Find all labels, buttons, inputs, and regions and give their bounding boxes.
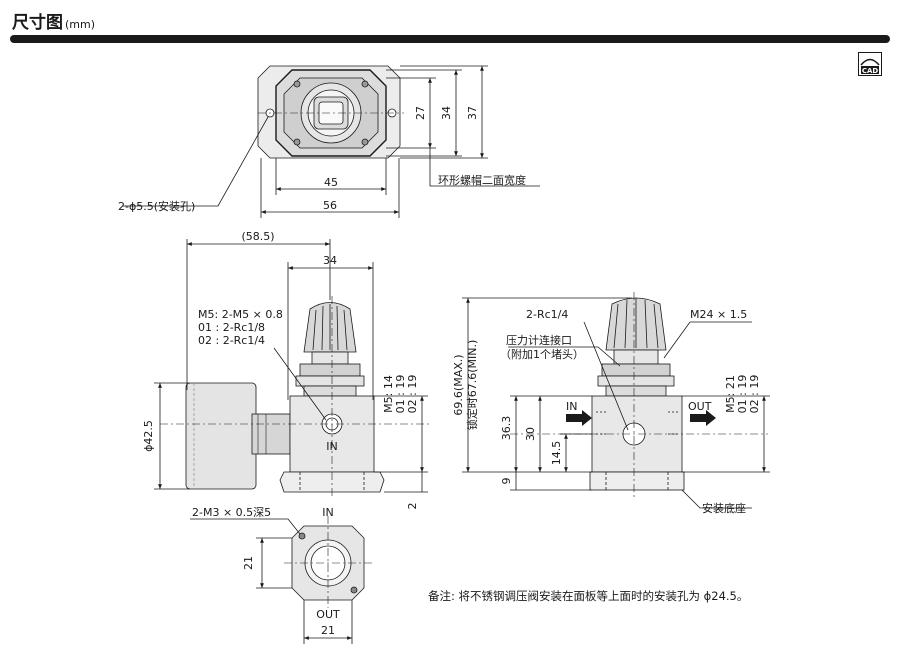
- side-out-label: OUT: [688, 400, 712, 413]
- port-spec-m5: M5: 2-M5 × 0.8: [198, 308, 283, 321]
- max-height: 69.6(MAX.): [452, 354, 465, 415]
- dim-9: 9: [500, 478, 513, 485]
- dim-21-horizontal: 21: [321, 624, 335, 637]
- bottom-in-label: IN: [322, 506, 333, 519]
- dim-36-3: 36.3: [500, 416, 513, 441]
- front-in-label: IN: [326, 440, 337, 453]
- header-bar: [10, 35, 890, 43]
- dim-34-top: 34: [440, 106, 453, 120]
- bottom-out-label: OUT: [316, 608, 340, 621]
- gauge-port-label: 2-Rc1/4: [526, 308, 568, 321]
- dim-27: 27: [414, 106, 427, 120]
- nut-width-label: 环形螺帽二面宽度: [438, 173, 526, 187]
- thread-label: M24 × 1.5: [690, 308, 747, 321]
- title-unit: (mm): [65, 18, 96, 31]
- side-height-02: 02 : 19: [748, 375, 761, 414]
- base-label: 安装底座: [702, 501, 746, 515]
- front-height-01: 01 : 19: [394, 375, 407, 414]
- side-view: [462, 292, 770, 509]
- dim-58-5: (58.5): [241, 230, 274, 243]
- min-height: 锁定时67.6(MIN.): [465, 340, 479, 431]
- bottom-view: [190, 516, 372, 644]
- footnote: 备注: 将不锈钢调压阀安装在面板等上面时的安装孔为 ϕ24.5。: [428, 589, 749, 603]
- port-spec-01: 01 : 2-Rc1/8: [198, 321, 265, 334]
- dim-30: 30: [524, 427, 537, 441]
- gauge-port-desc-1: 压力计连接口: [506, 334, 572, 347]
- screw-label: 2-M3 × 0.5深5: [192, 506, 271, 519]
- cad-label: CAD: [862, 67, 879, 75]
- dim-14-5: 14.5: [550, 441, 563, 466]
- gauge-port-desc-2: （附加1个堵头）: [500, 347, 584, 361]
- side-height-m5: M5: 21: [724, 375, 737, 413]
- gauge-diameter: ϕ42.5: [142, 420, 155, 452]
- dim-56: 56: [323, 199, 337, 212]
- port-spec-02: 02 : 2-Rc1/4: [198, 334, 265, 347]
- in-arrow-icon: [566, 410, 592, 426]
- top-view: [122, 65, 540, 218]
- front-height-02: 02 : 19: [406, 375, 419, 414]
- cad-icon: CAD: [858, 52, 882, 76]
- title-text: 尺寸图: [12, 13, 63, 33]
- dim-21-vertical: 21: [242, 556, 255, 570]
- dim-34-front: 34: [323, 254, 337, 267]
- side-height-01: 01 : 19: [736, 375, 749, 414]
- front-view: [154, 239, 430, 498]
- dim-2: 2: [406, 503, 419, 510]
- out-arrow-icon: [690, 410, 716, 426]
- front-height-m5: M5: 14: [382, 375, 395, 413]
- dim-37: 37: [466, 106, 479, 120]
- mount-hole-label: 2-ϕ5.5(安装孔): [118, 199, 195, 213]
- side-in-label: IN: [566, 400, 577, 413]
- page-title: 尺寸图(mm): [12, 8, 95, 33]
- dim-45: 45: [324, 176, 338, 189]
